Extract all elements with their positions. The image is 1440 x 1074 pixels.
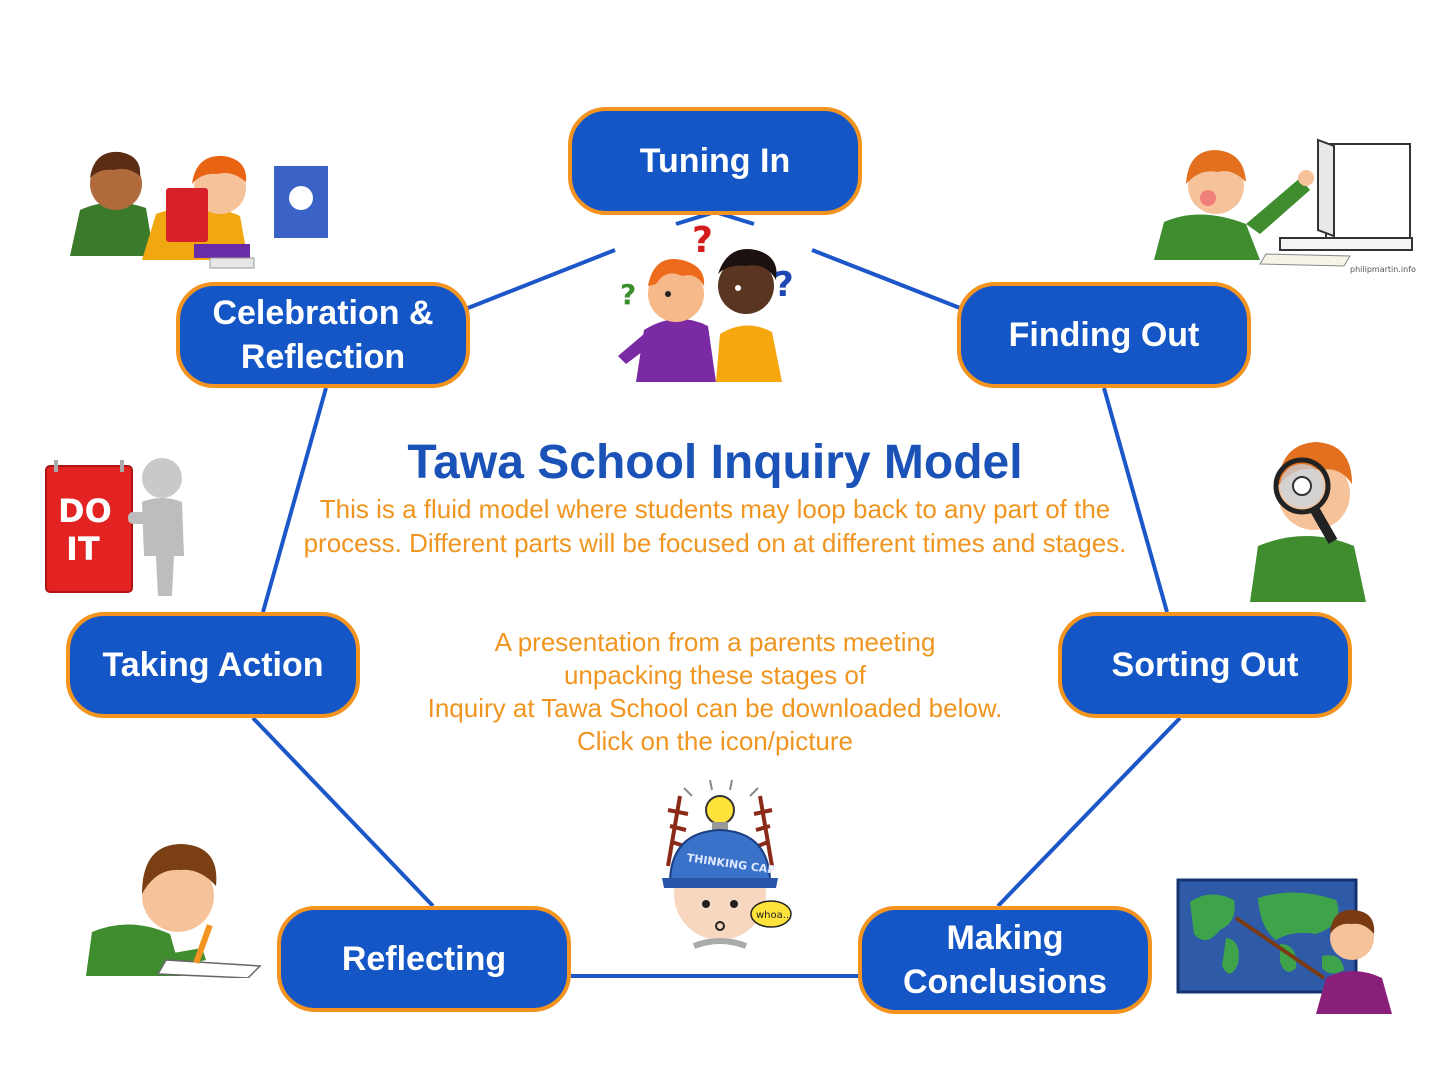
svg-text:?: ? xyxy=(774,265,794,305)
thinking-cap-icon[interactable]: THINKING CAP whoa.. xyxy=(640,776,794,950)
presentation-line: unpacking these stages of xyxy=(563,660,867,690)
image-credit: philipmartin.info xyxy=(1350,265,1416,274)
stage-celebration-reflection[interactable]: Celebration & Reflection xyxy=(176,282,470,388)
connector-reflecting-taking xyxy=(251,716,435,908)
connector-taking-celebration xyxy=(261,387,328,613)
presentation-line[interactable]: Click on the icon/picture xyxy=(576,726,854,756)
do-it-sign-icon[interactable]: DO IT xyxy=(44,456,194,600)
reading-kids-icon[interactable] xyxy=(70,140,332,272)
svg-text:?: ? xyxy=(620,278,636,311)
computer-boy-icon[interactable]: philipmartin.info xyxy=(1150,138,1420,274)
presentation-line: A presentation from a parents meeting xyxy=(494,627,936,657)
diagram-description: This is a fluid model where students may… xyxy=(303,494,1127,558)
diagram-title: Tawa School Inquiry Model xyxy=(407,436,1023,489)
sign-text-do: DO xyxy=(58,492,112,530)
connector-celebration-tuning xyxy=(467,248,616,310)
presentation-note[interactable]: A presentation from a parents meeting un… xyxy=(300,626,1130,758)
svg-text:?: ? xyxy=(692,222,713,261)
sign-text-it: IT xyxy=(66,530,100,568)
presentation-line: Inquiry at Tawa School can be downloaded… xyxy=(427,693,1003,723)
stage-tuning-in[interactable]: Tuning In xyxy=(568,107,862,215)
speech-bubble-text: whoa.. xyxy=(756,910,789,921)
connector-tuning-finding xyxy=(811,248,961,310)
stage-taking-action[interactable]: Taking Action xyxy=(66,612,360,718)
magnifier-boy-icon[interactable] xyxy=(1244,430,1390,608)
connector-sorting-making xyxy=(996,716,1182,908)
puzzled-kids-icon[interactable]: ? ? ? xyxy=(616,222,812,384)
stage-reflecting[interactable]: Reflecting xyxy=(277,906,571,1012)
stage-making-conclusions[interactable]: Making Conclusions xyxy=(858,906,1152,1014)
world-map-boy-icon[interactable] xyxy=(1176,878,1404,1018)
writing-boy-icon[interactable] xyxy=(86,836,262,978)
stage-finding-out[interactable]: Finding Out xyxy=(957,282,1251,388)
connector-finding-sorting xyxy=(1102,387,1169,613)
stage-sorting-out[interactable]: Sorting Out xyxy=(1058,612,1352,718)
